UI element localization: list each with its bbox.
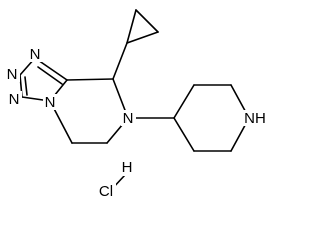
atom-n3-label: N	[9, 91, 20, 108]
atom-n7-label: N	[123, 110, 134, 127]
atom-n4-label: N	[45, 94, 56, 111]
molecule-drawing: N N N N N NH H Cl	[6, 9, 266, 200]
bond-cp1-cp2	[126, 9, 137, 44]
atom-nh-label: NH	[244, 110, 266, 127]
bond-c8a-n1-double	[37, 66, 63, 85]
bond-cp3-cp1	[126, 31, 159, 44]
atom-n1-label: N	[30, 46, 41, 63]
structure-diagram: N N N N N NH H Cl	[6, 9, 266, 200]
bond-cp2-cp3	[135, 9, 159, 33]
atom-h-label: H	[122, 159, 133, 176]
bond-pc4-pc3	[173, 84, 195, 119]
bond-pc5-pc4	[173, 117, 195, 152]
atom-cl-label: Cl	[99, 183, 113, 200]
bond-c8-cp1	[112, 42, 128, 80]
bond-c8a-c8	[66, 78, 114, 81]
bond-n2-n3-double	[24, 76, 28, 96]
atom-n2-label: N	[7, 66, 18, 83]
